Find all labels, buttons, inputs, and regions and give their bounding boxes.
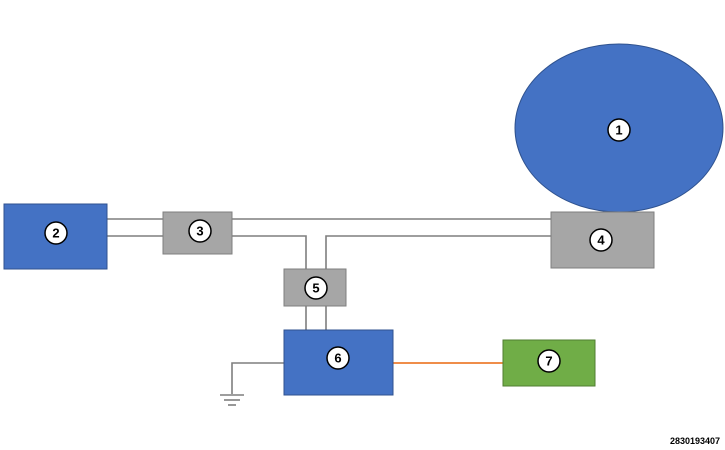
wire-harness <box>107 218 551 394</box>
wire-4-to-5 <box>325 235 551 269</box>
badge-1: 1 <box>607 118 631 142</box>
reference-number: 2830193407 <box>670 436 720 446</box>
label-7: 7 <box>545 354 552 369</box>
badge-6: 6 <box>326 346 350 370</box>
badge-7: 7 <box>537 349 561 373</box>
badge-3: 3 <box>188 219 212 243</box>
label-4: 4 <box>597 233 605 248</box>
label-5: 5 <box>312 281 319 296</box>
badge-5: 5 <box>304 276 328 300</box>
badge-4: 4 <box>589 228 613 252</box>
badge-2: 2 <box>44 221 68 245</box>
ground-icon <box>220 394 244 406</box>
label-1: 1 <box>615 123 622 138</box>
label-3: 3 <box>196 224 203 239</box>
ground-wire <box>231 362 284 394</box>
wire-3-to-5 <box>232 235 307 269</box>
label-2: 2 <box>52 226 59 241</box>
label-6: 6 <box>334 351 341 366</box>
